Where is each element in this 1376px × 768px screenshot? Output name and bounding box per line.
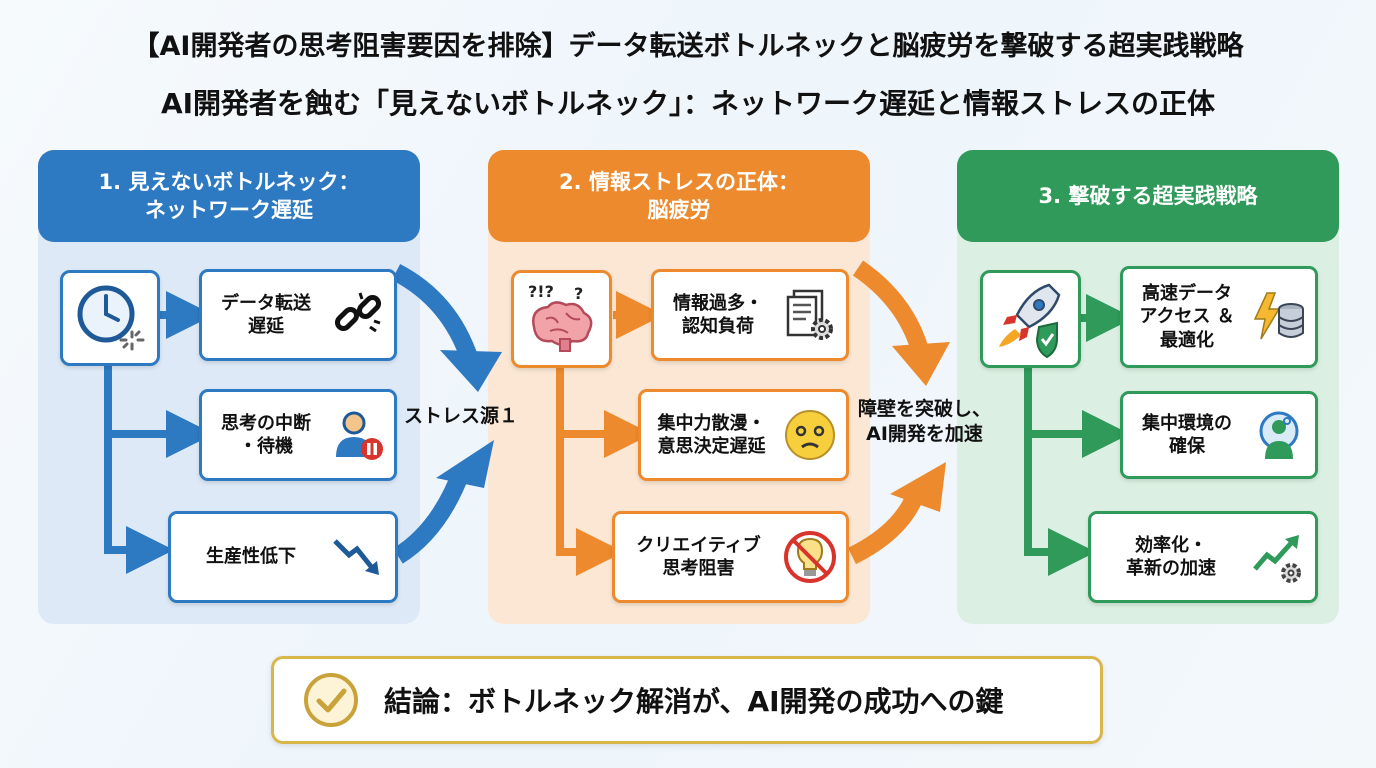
focused-user-icon: [1259, 411, 1299, 459]
item-information-overload: 情報過多・認知負荷: [651, 269, 849, 361]
confused-brain-icon: ?!? ?: [528, 282, 592, 352]
item-focus-environment: 集中環境の確保: [1120, 391, 1318, 479]
label-line: ストレス源１: [404, 405, 519, 427]
item-line: 確保: [1169, 436, 1205, 457]
item-distraction: 集中力散漫・意思決定遅延: [638, 389, 849, 481]
blocked-lightbulb-icon: [784, 531, 836, 583]
item-productivity-decline: 生産性低下: [168, 511, 398, 603]
item-creative-blocking: クリエイティブ思考阻害: [612, 511, 849, 603]
bolt-database-icon: [1253, 292, 1304, 340]
item-line: 最適化: [1160, 329, 1214, 351]
brain-stress-icon-box: ?!? ?: [511, 270, 612, 368]
dizzy-face-icon: [785, 410, 835, 460]
item-line: クリエイティブ: [636, 534, 761, 556]
item-line: アクセス ＆: [1139, 306, 1235, 328]
item-acceleration: 効率化・革新の加速: [1088, 511, 1318, 603]
item-data-transfer-delay: データ転送遅延: [199, 269, 397, 361]
heading-line: ネットワーク遅延: [145, 198, 313, 222]
check-circle-icon: [304, 673, 358, 727]
document-gear-icon: [786, 289, 833, 340]
item-line: 思考の中断: [221, 412, 311, 434]
conclusion-banner: 結論：ボトルネック解消が、AI開発の成功への鍵: [271, 656, 1103, 744]
clock-loading-icon: [77, 285, 145, 351]
item-line: 情報過多・: [673, 292, 763, 314]
item-line: 高速データ: [1142, 282, 1232, 304]
item-line: 革新の加速: [1126, 558, 1216, 579]
rocket-shield-icon-box: [980, 270, 1081, 368]
heading-line: 1. 見えないボトルネック：: [98, 169, 360, 194]
heading-line: 脳疲労: [647, 198, 711, 222]
page-title: 【AI開発者の思考阻害要因を排除】データ転送ボトルネックと脳疲労を撃破する超実践…: [132, 31, 1244, 62]
item-line: 集中環境の: [1142, 412, 1232, 434]
item-line: 集中力散漫・: [657, 412, 766, 434]
item-line: データ転送: [221, 292, 311, 314]
heading-line: 3. 撃破する超実践戦略: [1038, 183, 1258, 208]
trend-up-gear-icon: [1253, 535, 1301, 583]
rocket-shield-icon: [998, 283, 1060, 359]
breakthrough-label: 障壁を突破し、 AI開発を加速: [858, 397, 991, 446]
item-line: 意思決定遅延: [657, 436, 766, 457]
item-line: ・待機: [239, 436, 293, 457]
item-line: 遅延: [248, 316, 284, 337]
stress-source-label: ストレス源１: [404, 404, 518, 429]
item-line: 思考阻害: [662, 558, 735, 579]
network-delay-icon-box: [60, 270, 160, 366]
trend-down-icon: [333, 539, 379, 575]
svg-text:?: ?: [574, 284, 583, 303]
item-line: 生産性低下: [206, 546, 296, 568]
label-line: 障壁を突破し、: [858, 398, 992, 420]
svg-text:?!?: ?!?: [528, 282, 554, 301]
item-thought-interruption: 思考の中断・待機: [199, 389, 397, 481]
conclusion-text: 結論：ボトルネック解消が、AI開発の成功への鍵: [384, 685, 1004, 718]
column-heading: 1. 見えないボトルネック： ネットワーク遅延: [38, 150, 420, 242]
label-line: AI開発を加速: [866, 422, 983, 445]
user-paused-icon: [336, 411, 383, 460]
item-line: 認知負荷: [682, 316, 754, 337]
heading-line: 2. 情報ストレスの正体：: [559, 169, 799, 194]
item-high-speed-access: 高速データアクセス ＆最適化: [1120, 266, 1318, 368]
broken-link-icon: [334, 292, 382, 333]
page-subtitle: AI開発者を蝕む「見えないボトルネック」：ネットワーク遅延と情報ストレスの正体: [160, 87, 1216, 120]
column-heading: 2. 情報ストレスの正体： 脳疲労: [488, 150, 870, 242]
item-line: 効率化・: [1135, 534, 1207, 556]
column-heading: 3. 撃破する超実践戦略: [957, 150, 1339, 242]
